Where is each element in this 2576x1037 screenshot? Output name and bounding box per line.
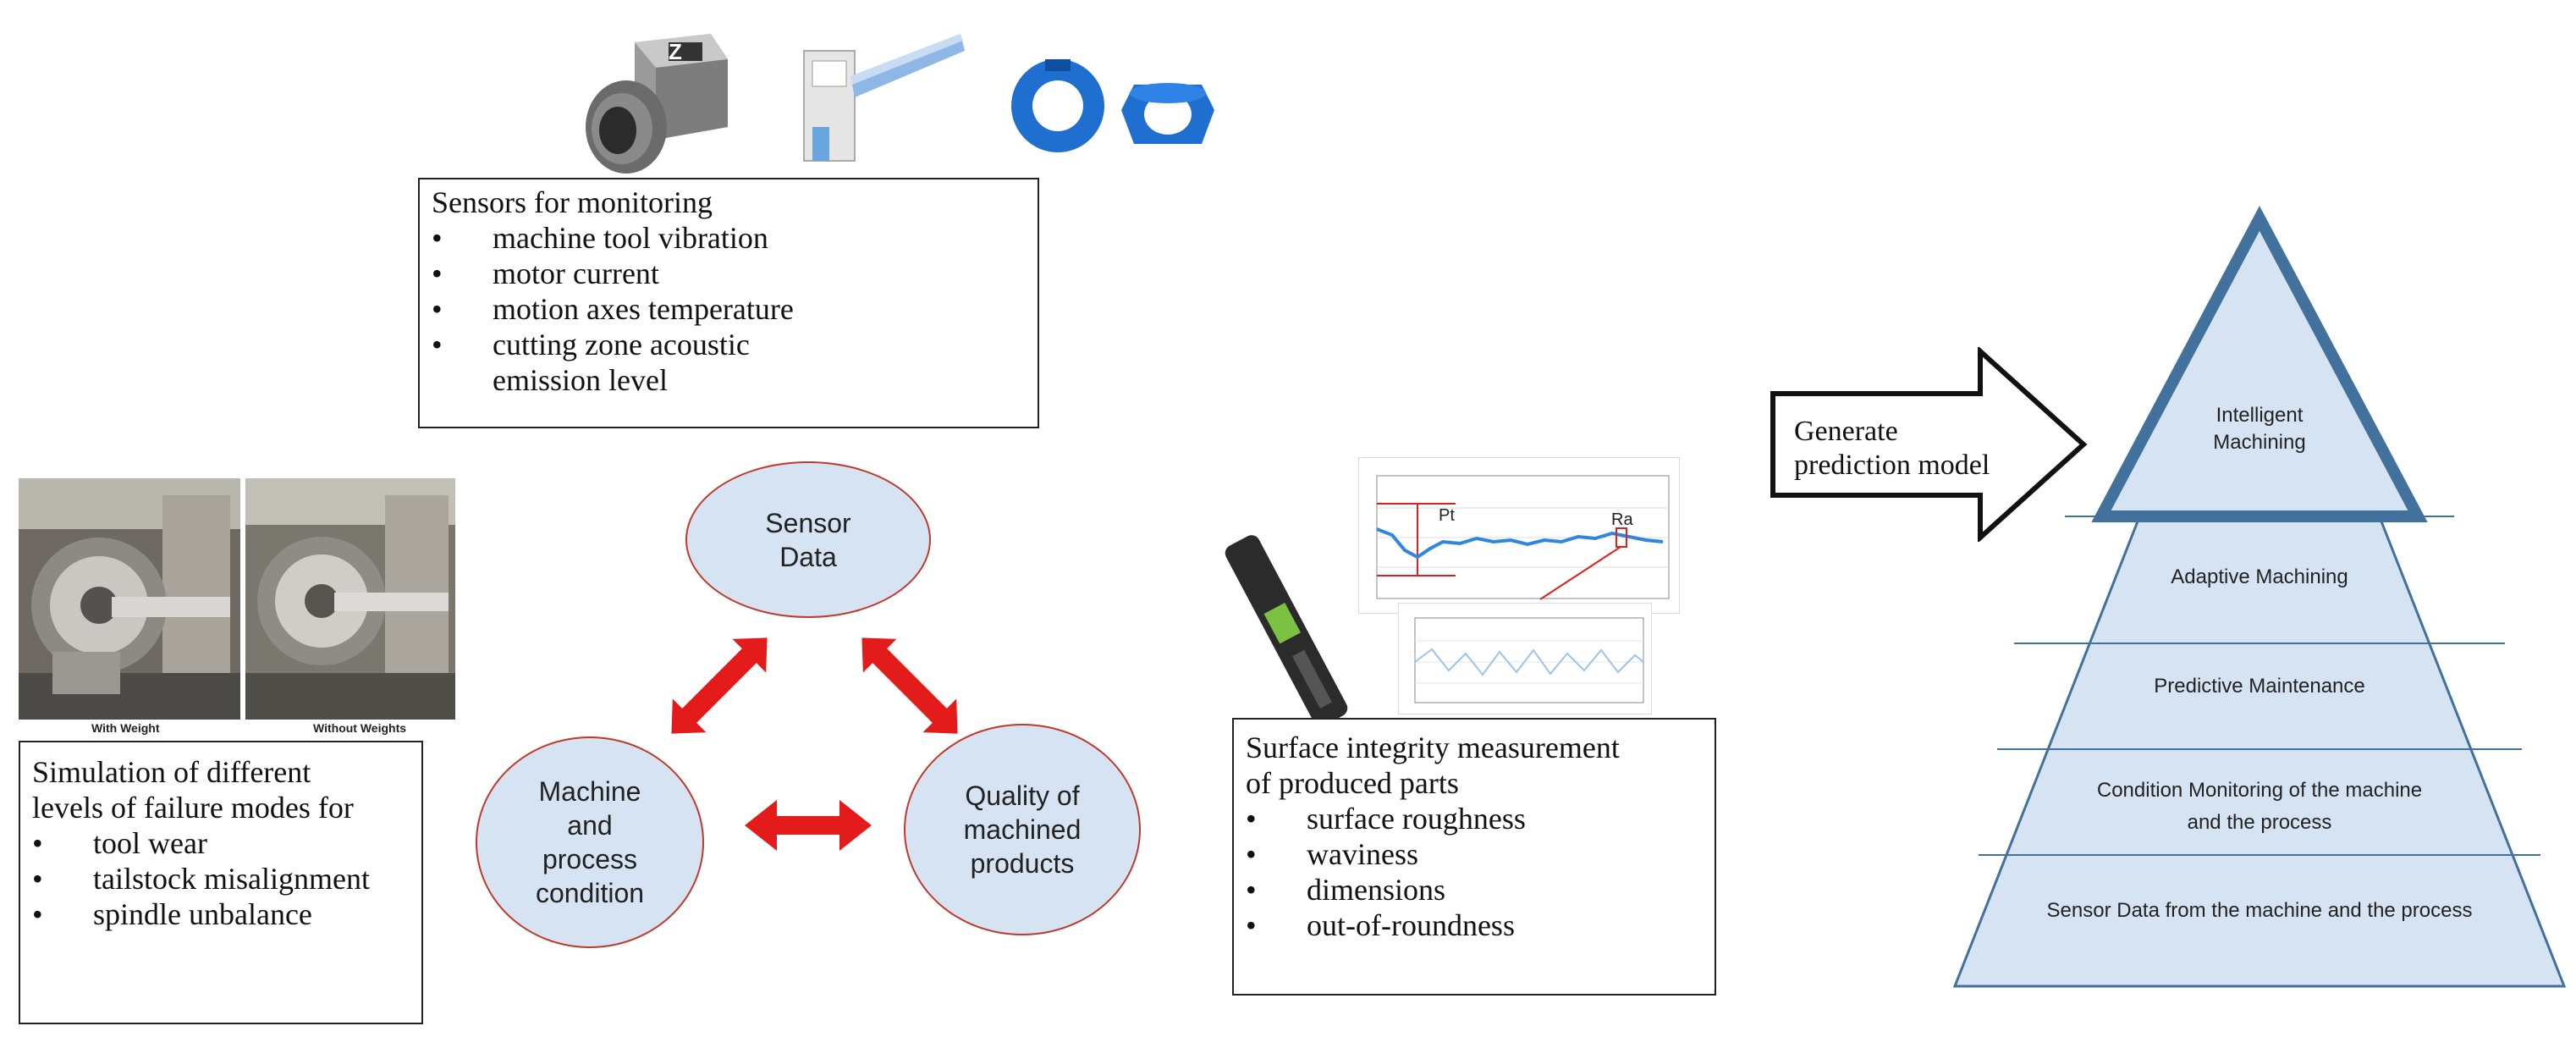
load-sensor-image bbox=[803, 34, 965, 162]
pyramid-level-predictive: Predictive Maintenance bbox=[2154, 675, 2365, 698]
roughness-tester-image bbox=[1225, 535, 1348, 726]
failure-mode-item: tailstock misalignment bbox=[32, 861, 410, 896]
photo-caption-with-weight: With Weight bbox=[91, 721, 160, 735]
acoustic-sensor-image bbox=[1011, 59, 1214, 152]
simulation-box-line1: Simulation of different bbox=[32, 755, 311, 789]
pyramid-level-line: and the process bbox=[2187, 811, 2332, 834]
simulation-failure-modes-box: Simulation of different levels of failur… bbox=[19, 741, 423, 1024]
ellipse-text: Sensor bbox=[765, 507, 851, 538]
sensor-item: machine tool vibration bbox=[432, 220, 1026, 256]
ellipse-text: products bbox=[970, 848, 1075, 879]
double-arrow-sensor-quality bbox=[861, 637, 958, 734]
sensors-box-heading: Sensors for monitoring bbox=[432, 185, 713, 219]
arrow-label-line: prediction model bbox=[1794, 450, 1990, 481]
surface-measure-item: dimensions bbox=[1246, 872, 1703, 907]
generate-prediction-model-arrow bbox=[1770, 347, 2088, 542]
ellipse-text: and bbox=[567, 810, 613, 841]
plot-label-pt: Pt bbox=[1439, 506, 1455, 525]
surface-box-line2: of produced parts bbox=[1246, 766, 1459, 800]
roughness-profile-plot bbox=[1358, 457, 1680, 614]
double-arrow-machine-quality bbox=[745, 800, 872, 851]
waviness-zoom-plot bbox=[1398, 603, 1652, 714]
surface-box-line1: Surface integrity measurement bbox=[1246, 731, 1620, 764]
failure-mode-item: spindle unbalance bbox=[32, 896, 410, 932]
surface-measure-item: surface roughness bbox=[1246, 801, 1703, 836]
sensor-item: motor current bbox=[432, 256, 1026, 291]
pyramid-level-condition: Condition Monitoring of the machine and … bbox=[2031, 777, 2488, 836]
photo-caption-without-weights: Without Weights bbox=[313, 721, 407, 735]
sensor-item: cutting zone acoustic bbox=[432, 327, 1026, 362]
plot-label-ra: Ra bbox=[1611, 510, 1633, 529]
pyramid-top-line: Intelligent bbox=[2215, 404, 2304, 427]
ellipse-text: Quality of bbox=[965, 781, 1080, 811]
ellipse-text: Machine bbox=[538, 776, 641, 807]
pyramid-top-label: Intelligent Machining bbox=[2133, 402, 2386, 456]
pyramid-level-adaptive: Adaptive Machining bbox=[2171, 565, 2348, 588]
surface-measure-item: waviness bbox=[1246, 836, 1703, 872]
sensor-item-continuation: emission level bbox=[493, 363, 668, 397]
sensor-item: motion axes temperature bbox=[432, 291, 1026, 327]
simulation-box-line2: levels of failure modes for bbox=[32, 791, 354, 825]
ellipse-text: process bbox=[542, 844, 638, 874]
machine-photo-without-weights bbox=[245, 478, 455, 720]
accelerometer-sensor-image bbox=[586, 34, 728, 174]
machine-process-condition-ellipse: Machine and process condition bbox=[476, 736, 704, 948]
machine-photo-with-weight bbox=[19, 478, 240, 720]
pyramid-top-line: Machining bbox=[2213, 431, 2306, 454]
intelligent-machining-pyramid bbox=[1952, 206, 2567, 988]
arrow-label: Generate prediction model bbox=[1794, 415, 1990, 483]
arrow-label-line: Generate bbox=[1794, 416, 1898, 447]
pyramid-level-sensor-data: Sensor Data from the machine and the pro… bbox=[2046, 899, 2473, 922]
surface-measure-item: out-of-roundness bbox=[1246, 907, 1703, 943]
pyramid-level-line: Condition Monitoring of the machine bbox=[2096, 779, 2423, 802]
ellipse-text: machined bbox=[963, 814, 1082, 845]
quality-machined-products-ellipse: Quality of machined products bbox=[904, 724, 1141, 935]
ellipse-text: Data bbox=[779, 541, 837, 572]
double-arrow-sensor-machine bbox=[671, 637, 768, 734]
surface-integrity-box: Surface integrity measurement of produce… bbox=[1232, 718, 1716, 996]
sensor-badge: Z bbox=[669, 39, 682, 64]
ellipse-text: condition bbox=[535, 878, 645, 908]
sensors-for-monitoring-box: Sensors for monitoring machine tool vibr… bbox=[418, 178, 1039, 428]
failure-mode-item: tool wear bbox=[32, 825, 410, 861]
